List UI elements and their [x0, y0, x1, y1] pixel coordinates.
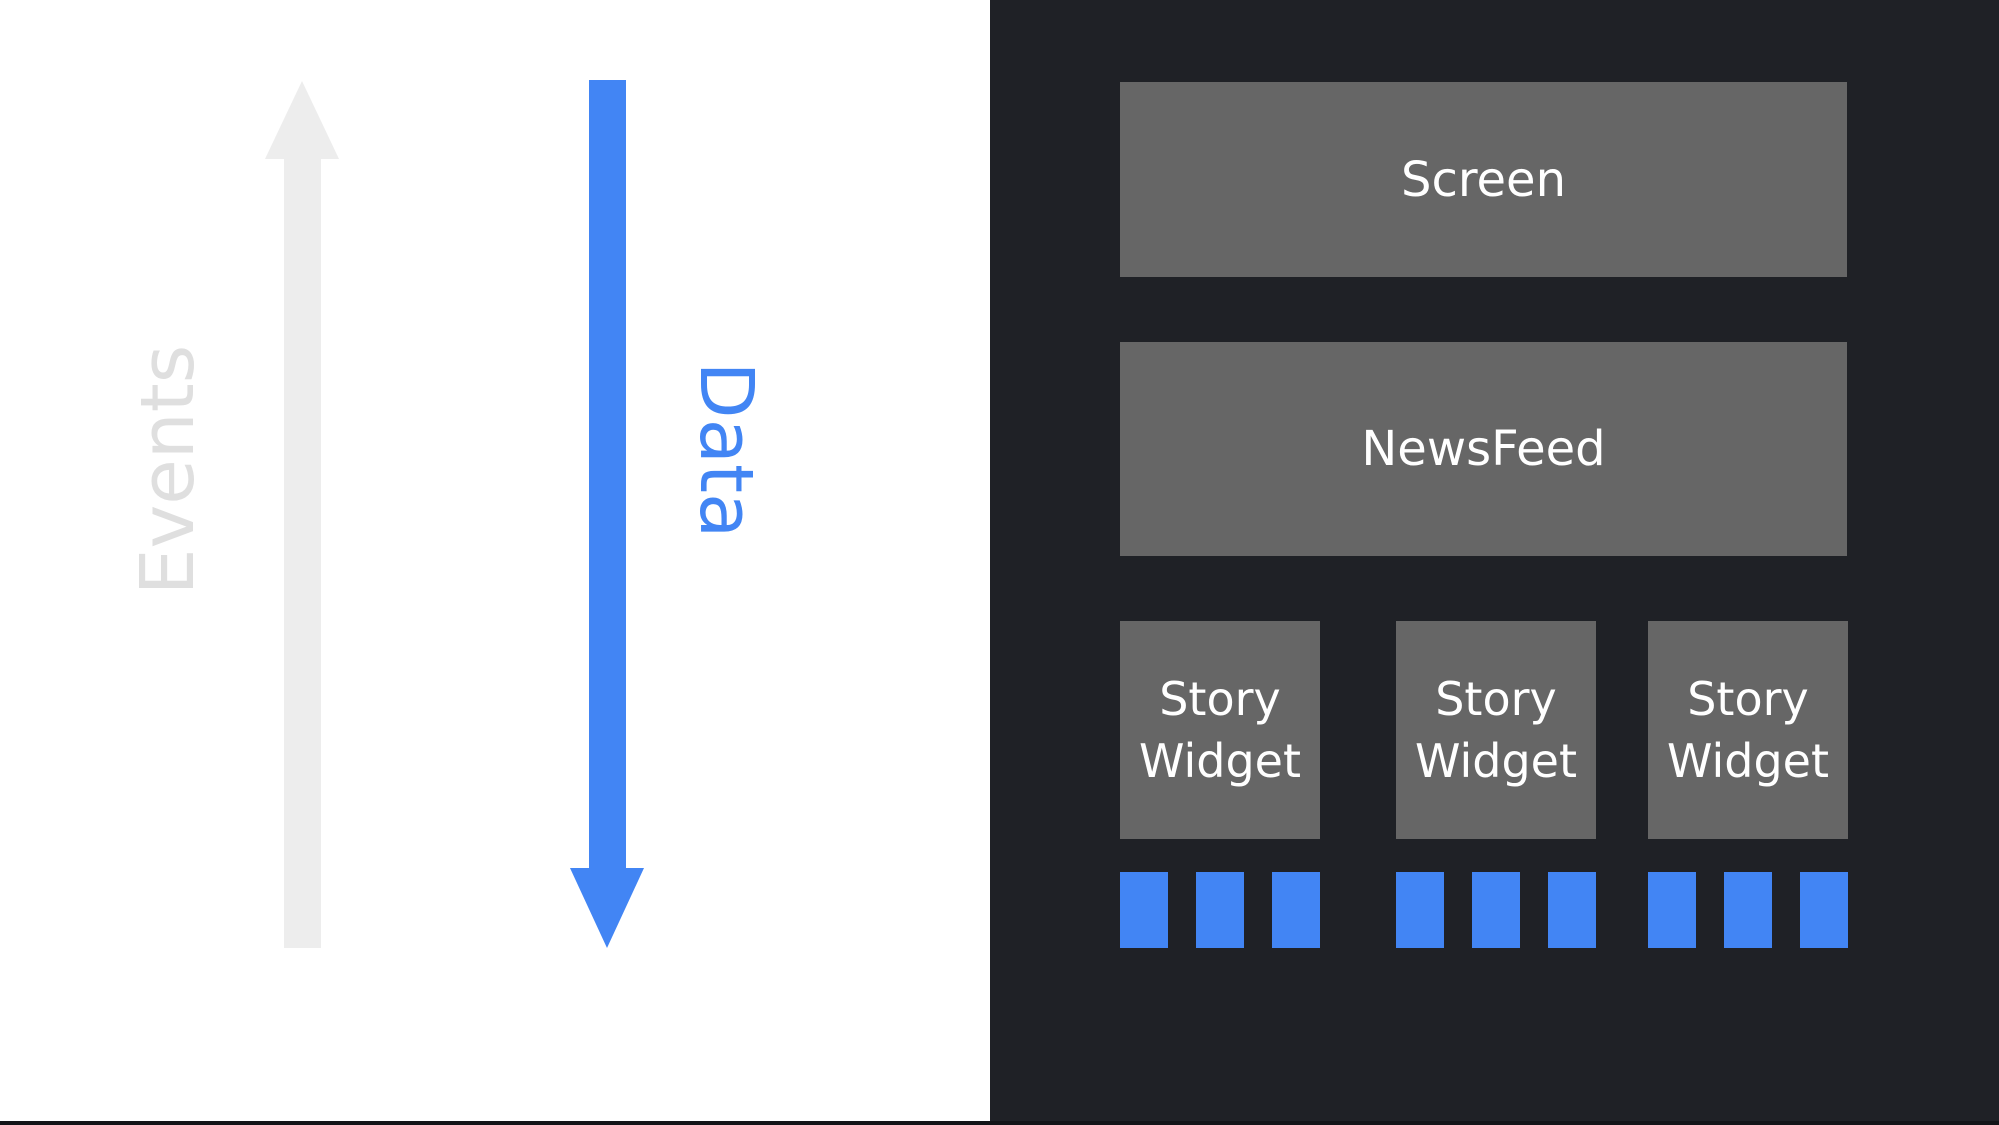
- data-arrow-shaft: [588, 80, 626, 868]
- story-widget-box: Story Widget: [1648, 621, 1848, 839]
- events-arrow-shaft: [283, 159, 321, 948]
- data-down-arrow-icon: [570, 80, 644, 948]
- data-block: [1800, 872, 1848, 948]
- data-block: [1120, 872, 1168, 948]
- data-block: [1724, 872, 1772, 948]
- story-widget-label: Story Widget: [1415, 671, 1577, 788]
- screen-box: Screen: [1120, 82, 1847, 277]
- data-label: Data: [683, 361, 769, 539]
- events-label: Events: [125, 344, 211, 596]
- data-block: [1648, 872, 1696, 948]
- data-blocks-row: [1120, 872, 1320, 948]
- story-widget-box: Story Widget: [1396, 621, 1596, 839]
- story-widget-box: Story Widget: [1120, 621, 1320, 839]
- screen-box-label: Screen: [1400, 151, 1567, 208]
- newsfeed-box: NewsFeed: [1120, 342, 1847, 556]
- events-up-arrow-icon: [265, 81, 339, 948]
- data-block: [1548, 872, 1596, 948]
- events-arrow-head: [265, 81, 339, 159]
- bottom-edge-strip: [0, 1121, 1999, 1125]
- data-block: [1272, 872, 1320, 948]
- data-arrow-head: [570, 868, 644, 948]
- newsfeed-box-label: NewsFeed: [1361, 421, 1606, 477]
- data-block: [1196, 872, 1244, 948]
- story-widget-label: Story Widget: [1667, 671, 1829, 788]
- widget-tree-panel: Screen NewsFeed Story Widget Story Widge…: [990, 0, 1999, 1125]
- data-block: [1472, 872, 1520, 948]
- data-blocks-row: [1396, 872, 1596, 948]
- flow-panel: Events Data: [0, 0, 990, 1125]
- data-block: [1396, 872, 1444, 948]
- data-blocks-row: [1648, 872, 1848, 948]
- story-widget-label: Story Widget: [1139, 671, 1301, 788]
